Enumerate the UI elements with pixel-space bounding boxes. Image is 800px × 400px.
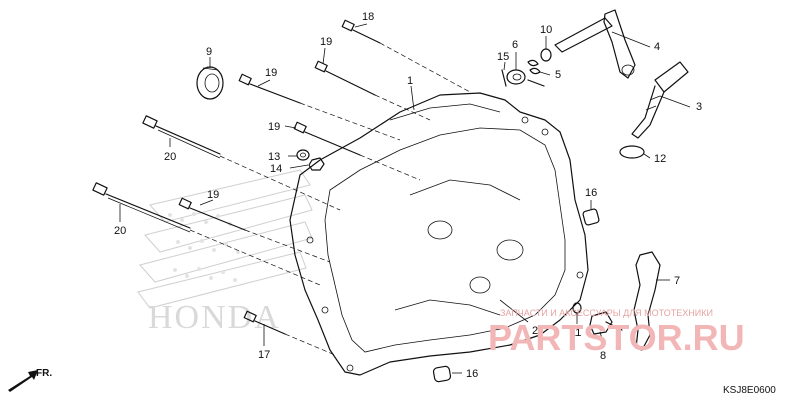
watermark: ЗАПЧАСТИ И АКСЕССУАРЫ ДЛЯ МОТОТЕХНИКИ PA… [488, 308, 745, 358]
callout-13: 13 [268, 151, 280, 163]
callout-11: 11 [570, 327, 581, 339]
shaft-4 [554, 9, 636, 79]
leader-lines [119, 23, 691, 374]
callout-20-lower: 20 [114, 225, 126, 237]
o-ring-12 [619, 145, 645, 159]
callout-19-c: 19 [268, 121, 280, 133]
clutch-cover [289, 92, 589, 376]
callout-17: 17 [258, 349, 270, 361]
callout-10: 10 [540, 24, 552, 36]
pin-15 [501, 69, 507, 87]
washer-13 [296, 149, 310, 161]
bolt-8 [589, 311, 623, 335]
callouts: 1 2 3 4 5 6 7 8 9 10 11 12 13 14 15 16 1… [114, 11, 702, 380]
callout-14: 14 [270, 163, 282, 175]
oil-seal-9 [196, 66, 224, 100]
callout-19-b: 19 [265, 67, 277, 79]
bolt-17 [243, 310, 336, 356]
front-direction-arrow: FR. [8, 368, 52, 392]
watermark-tagline: ЗАПЧАСТИ И АКСЕССУАРЫ ДЛЯ МОТОТЕХНИКИ [500, 308, 713, 318]
callout-9: 9 [206, 46, 212, 58]
callout-2: 2 [532, 325, 538, 337]
callout-19-a: 19 [320, 36, 332, 48]
bolt-19-c [293, 121, 421, 181]
bolt-19-a [238, 73, 401, 141]
callout-20-upper: 20 [164, 151, 176, 163]
bolt-19-b [314, 60, 431, 121]
callout-18: 18 [362, 11, 374, 23]
watermark-logo: PARTSTOR.RU [488, 317, 745, 358]
callout-7: 7 [674, 275, 680, 287]
callout-12: 12 [654, 153, 666, 165]
nut-14 [308, 157, 325, 171]
oil-dipstick-3 [631, 61, 689, 139]
callout-19-d: 19 [207, 189, 219, 201]
callout-4: 4 [654, 41, 660, 53]
callout-16-upper: 16 [585, 187, 597, 199]
brand-logo: HONDA [137, 169, 313, 336]
callout-5: 5 [555, 69, 561, 81]
brand-logo-text: HONDA [148, 299, 281, 336]
callout-15: 15 [497, 51, 509, 63]
bolt-19-d [178, 197, 331, 263]
washer-10 [540, 48, 552, 62]
collar-6 [506, 69, 526, 85]
bolt-18 [341, 19, 471, 93]
dowel-16-lower [432, 365, 452, 383]
dowel-16-upper [582, 208, 600, 226]
front-label: FR. [36, 368, 52, 379]
diagram-code: KSJ8E0600 [723, 385, 776, 396]
bolt-20-lower [92, 182, 321, 286]
plate-7 [633, 251, 661, 351]
callout-8: 8 [600, 350, 606, 362]
spring-5 [527, 59, 545, 87]
callout-6: 6 [512, 39, 518, 51]
callout-16-lower: 16 [466, 368, 478, 380]
callout-3: 3 [696, 101, 702, 113]
bolt-20-upper [142, 115, 341, 211]
callout-1: 1 [407, 75, 413, 87]
